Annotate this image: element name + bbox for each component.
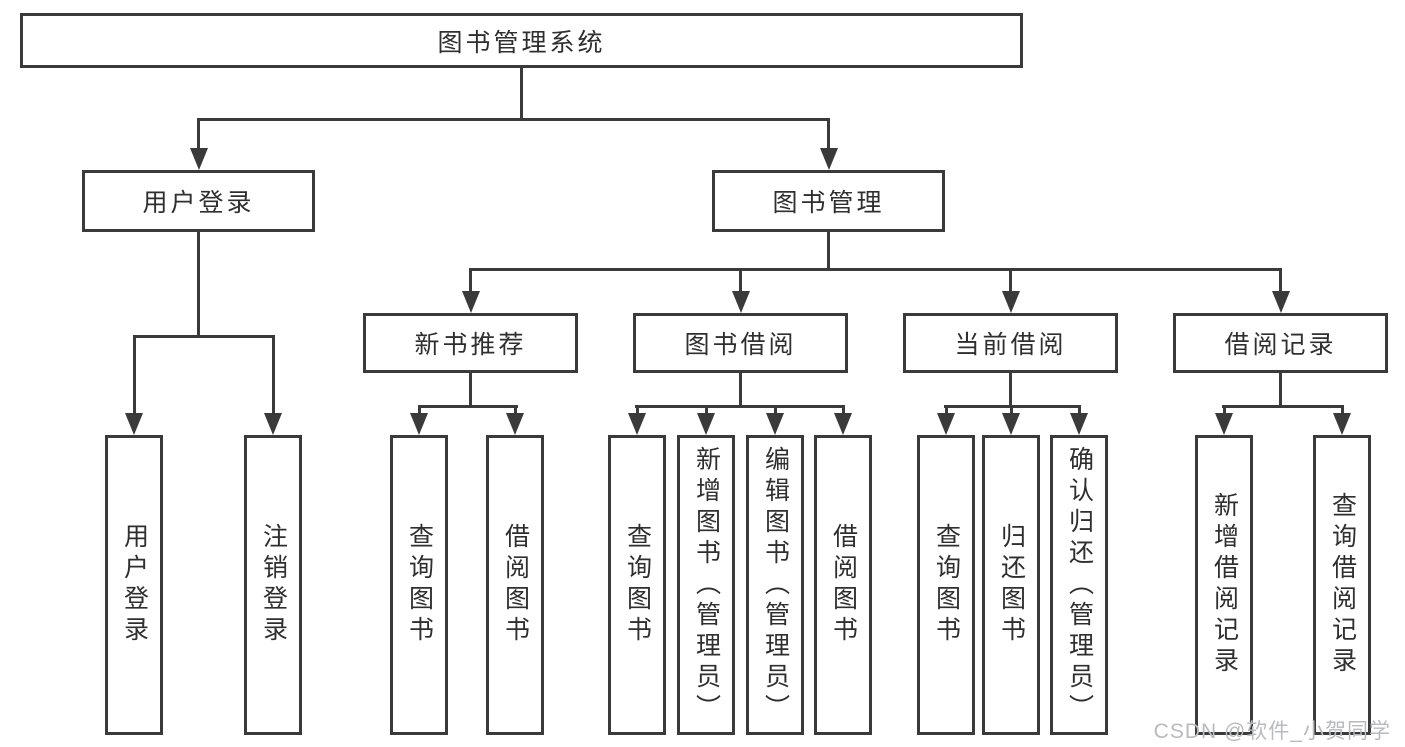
leaf-confirm-return-admin: 确认归还（管理员）: [1050, 435, 1108, 735]
connector-line: [1222, 405, 1344, 408]
node-new-book-recommendation: 新书推荐: [363, 313, 578, 373]
arrowhead-icon: [1272, 291, 1290, 313]
connector-line: [514, 405, 517, 417]
arrowhead-icon: [937, 413, 955, 435]
arrowhead-icon: [1002, 413, 1020, 435]
connector-line: [469, 268, 472, 294]
connector-line: [945, 405, 948, 417]
connector-line: [739, 373, 742, 407]
connector-line: [469, 268, 1282, 271]
connector-line: [1009, 373, 1012, 407]
node-user-login: 用户登录: [82, 170, 315, 232]
connector-line: [739, 268, 742, 294]
leaf-user-login: 用户登录: [105, 435, 163, 735]
connector-line: [1010, 405, 1013, 417]
node-book-borrowing: 图书借阅: [633, 313, 848, 373]
connector-line: [1009, 268, 1012, 294]
arrowhead-icon: [820, 148, 838, 170]
arrowhead-icon: [732, 291, 750, 313]
connector-line: [1279, 268, 1282, 294]
leaf-return-books: 归还图书: [982, 435, 1040, 735]
connector-line: [827, 232, 830, 268]
leaf-logout: 注销登录: [244, 435, 302, 735]
connector-line: [842, 405, 845, 417]
arrowhead-icon: [410, 413, 428, 435]
arrowhead-icon: [264, 413, 282, 435]
connector-line: [635, 405, 845, 408]
leaf-add-books-admin: 新增图书（管理员）: [677, 435, 735, 735]
arrowhead-icon: [697, 413, 715, 435]
leaf-borrow-books-recommend: 借阅图书: [486, 435, 544, 735]
connector-line: [133, 335, 136, 415]
arrowhead-icon: [834, 413, 852, 435]
leaf-add-borrow-record: 新增借阅记录: [1195, 435, 1253, 735]
arrowhead-icon: [506, 413, 524, 435]
arrowhead-icon: [1333, 413, 1351, 435]
connector-line: [636, 405, 639, 417]
arrowhead-icon: [1215, 413, 1233, 435]
connector-line: [1279, 373, 1282, 407]
connector-line: [827, 118, 830, 150]
leaf-query-books-recommend: 查询图书: [390, 435, 448, 735]
csdn-watermark: CSDN @软件_小贺同学: [1153, 720, 1391, 743]
connector-line: [1078, 405, 1081, 417]
connector-line: [197, 118, 830, 121]
arrowhead-icon: [766, 413, 784, 435]
connector-line: [705, 405, 708, 417]
node-library-management-system: 图书管理系统: [20, 13, 1023, 68]
connector-line: [197, 118, 200, 150]
connector-line: [774, 405, 777, 417]
connector-line: [418, 405, 518, 408]
arrowhead-icon: [628, 413, 646, 435]
arrowhead-icon: [125, 413, 143, 435]
leaf-query-books-borrowing: 查询图书: [608, 435, 666, 735]
arrowhead-icon: [462, 291, 480, 313]
connector-line: [272, 335, 275, 415]
connector-line: [1341, 405, 1344, 417]
node-current-borrowing: 当前借阅: [903, 313, 1118, 373]
connector-line: [133, 335, 275, 338]
connector-line: [520, 68, 523, 118]
node-book-management: 图书管理: [712, 170, 945, 232]
node-borrowing-records: 借阅记录: [1173, 313, 1388, 373]
connector-line: [197, 232, 200, 335]
leaf-edit-books-admin: 编辑图书（管理员）: [746, 435, 804, 735]
connector-line: [1223, 405, 1226, 417]
connector-line: [469, 373, 472, 407]
arrowhead-icon: [1070, 413, 1088, 435]
arrowhead-icon: [190, 148, 208, 170]
leaf-borrow-books: 借阅图书: [814, 435, 872, 735]
arrowhead-icon: [1002, 291, 1020, 313]
leaf-query-borrow-record: 查询借阅记录: [1313, 435, 1371, 735]
leaf-query-books-current: 查询图书: [917, 435, 975, 735]
connector-line: [418, 405, 421, 417]
